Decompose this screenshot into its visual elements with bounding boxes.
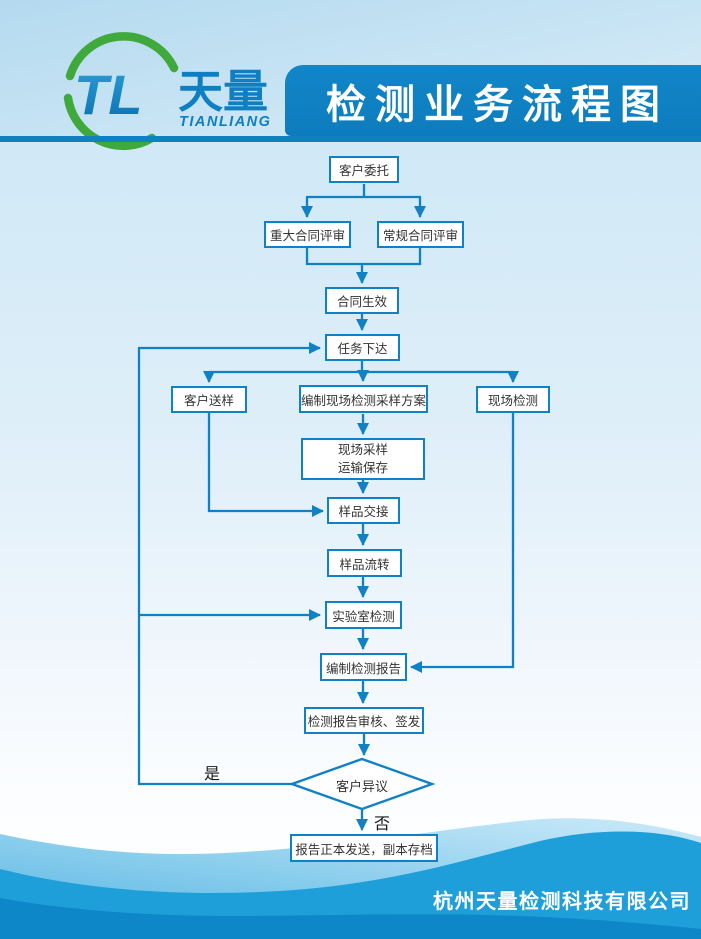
flow-node-report-preparation: 编制检测报告 — [320, 653, 407, 681]
logo-chinese-name: 天量 — [178, 66, 268, 117]
flow-node-report-review: 检测报告审核、签发 — [304, 707, 424, 734]
edge-onsite-to-report — [410, 413, 515, 673]
flow-node-onsite-testing: 现场检测 — [476, 386, 550, 413]
edge-yes-loop-to-task — [137, 342, 321, 786]
flow-node-sampling-plan: 编制现场检测采样方案 — [299, 385, 428, 413]
flow-node-regular-contract-review: 常规合同评审 — [377, 221, 464, 248]
flow-node-customer-objection-label: 客户异议 — [335, 779, 388, 794]
wave-dark — [0, 898, 701, 939]
logo-tl-text: TL — [74, 63, 142, 126]
onsite-sampling-line2: 运输保存 — [337, 461, 388, 475]
branch-label-yes: 是 — [204, 766, 221, 783]
flow-node-customer-sample-delivery: 客户送样 — [171, 386, 247, 413]
decision-diamond — [288, 757, 436, 811]
flow-node-lab-testing: 实验室检测 — [325, 601, 402, 629]
header: TL 天量 TIANLIANG 检测业务流程图 — [0, 0, 701, 151]
onsite-sampling-line1: 现场采样 — [337, 443, 388, 457]
company-name: 杭州天量检测科技有限公司 — [433, 891, 691, 913]
title-bar: 检测业务流程图 — [285, 65, 701, 136]
page-title: 检测业务流程图 — [326, 82, 669, 127]
logo-english-name: TIANLIANG — [179, 114, 271, 130]
flow-node-major-contract-review: 重大合同评审 — [264, 221, 351, 248]
flow-node-contract-effective: 合同生效 — [325, 287, 399, 314]
flow-node-sample-handover: 样品交接 — [327, 497, 400, 524]
branch-label-no: 否 — [374, 816, 391, 833]
wave-mid — [0, 831, 701, 939]
flow-node-onsite-sampling: 现场采样 运输保存 — [301, 438, 425, 480]
flow-node-customer-commission: 客户委托 — [329, 156, 399, 183]
flow-node-task-assignment: 任务下达 — [325, 334, 400, 361]
header-divider — [0, 136, 701, 142]
logo-swoosh-top-icon — [65, 32, 179, 81]
flow-node-report-dispatch: 报告正本发送，副本存档 — [290, 834, 438, 862]
edge-customer-sample-to-handover — [207, 413, 324, 517]
flow-node-sample-circulation: 样品流转 — [327, 549, 402, 577]
